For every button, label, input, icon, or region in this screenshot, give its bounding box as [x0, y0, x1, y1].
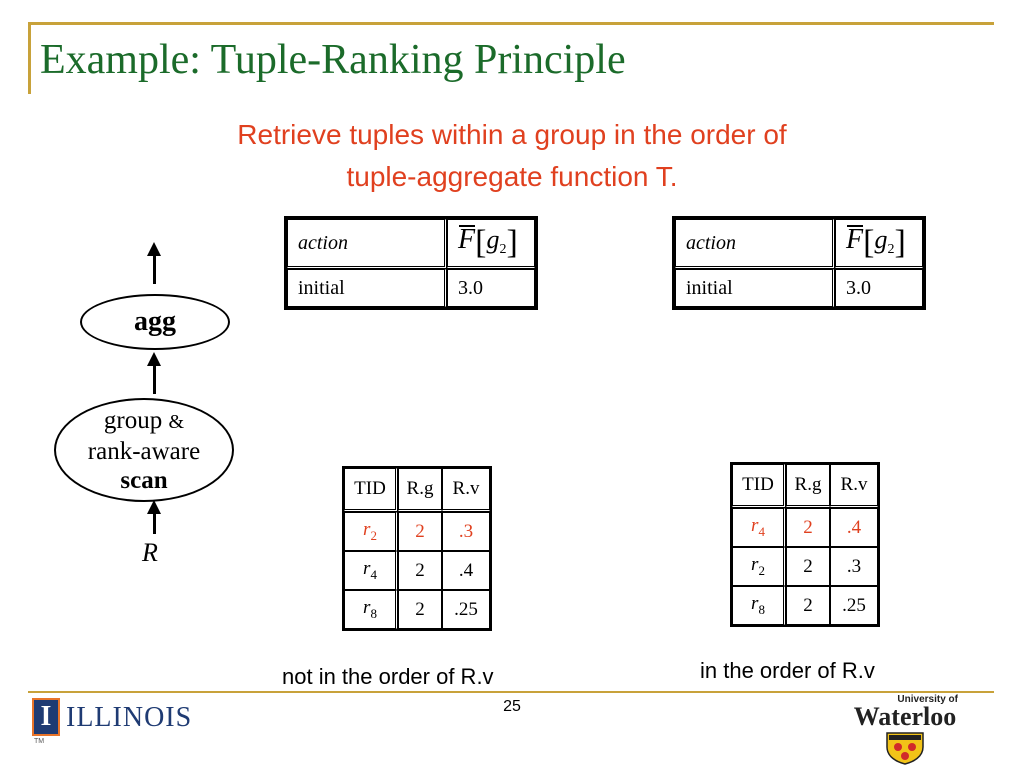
right-aggregate-table: action F[g2] initial 3.0: [672, 216, 926, 310]
waterloo-crest-icon: [886, 732, 924, 765]
tid-subscript: 2: [370, 527, 377, 543]
g-symbol: g: [874, 224, 888, 254]
agg-label: agg: [134, 306, 176, 337]
waterloo-wordmark: Waterloo: [853, 702, 957, 731]
f-value: 3.0: [835, 269, 923, 307]
rv-cell: .3: [442, 512, 490, 551]
action-value: initial: [675, 269, 835, 307]
col-header-rv: R.v: [830, 464, 878, 508]
illinois-wordmark: ILLINOIS: [66, 702, 193, 733]
scan-label-group: group: [103, 407, 163, 434]
right-caption: in the order of R.v: [700, 658, 875, 683]
rv-cell: .3: [830, 547, 878, 586]
footer-rule: [28, 691, 994, 693]
table-row: r2 2 .3: [732, 547, 878, 586]
rv-cell: .4: [830, 508, 878, 547]
f-bar-symbol: F: [458, 223, 476, 255]
left-tuple-table: TID R.g R.v r2 2 .3 r4 2 .4 r8 2 .25: [342, 466, 492, 631]
arrow-shaft: [153, 254, 156, 284]
col-header-rg: R.g: [786, 464, 830, 508]
bracket-open-icon: [: [475, 224, 487, 262]
table-row: r2 2 .3: [344, 512, 490, 551]
action-header: action: [675, 219, 835, 269]
left-caption: not in the order of R.v: [282, 664, 494, 689]
action-value: initial: [287, 269, 447, 307]
table-row: r8 2 .25: [732, 586, 878, 625]
rv-cell: .4: [442, 551, 490, 590]
table-row: r4 2 .4: [344, 551, 490, 590]
title-top-rule: [28, 22, 994, 25]
page-number: 25: [503, 698, 521, 715]
rv-cell: .25: [830, 586, 878, 625]
arrow-shaft: [153, 512, 156, 534]
illinois-logo: I ILLINOIS TM: [32, 698, 232, 748]
rg-cell: 2: [398, 551, 442, 590]
tid-subscript: 4: [370, 566, 377, 582]
scan-label-rank-aware: rank-aware: [87, 438, 201, 465]
bracket-close-icon: ]: [506, 224, 518, 262]
rg-cell: 2: [398, 590, 442, 629]
f-value: 3.0: [447, 269, 535, 307]
g-subscript: 2: [887, 241, 895, 257]
tid-subscript: 8: [758, 601, 765, 617]
table-row: r8 2 .25: [344, 590, 490, 629]
rg-cell: 2: [786, 508, 830, 547]
rg-cell: 2: [786, 586, 830, 625]
col-header-tid: TID: [344, 468, 398, 512]
rv-cell: .25: [442, 590, 490, 629]
operator-tree: agg group & rank-aware scan R: [54, 238, 260, 578]
tid-subscript: 8: [370, 605, 377, 621]
col-header-rg: R.g: [398, 468, 442, 512]
arrow-shaft: [153, 364, 156, 394]
g-symbol: g: [486, 224, 500, 254]
bracket-close-icon: ]: [894, 224, 906, 262]
arrow-up-icon: [147, 242, 161, 256]
left-aggregate-table: action F[g2] initial 3.0: [284, 216, 538, 310]
tid-subscript: 4: [758, 523, 765, 539]
title-accent-bar: [28, 22, 31, 94]
f-bar-g2-header: F[g2]: [835, 219, 923, 269]
col-header-tid: TID: [732, 464, 786, 508]
tid-cell: r: [363, 597, 371, 619]
tid-subscript: 2: [758, 562, 765, 578]
f-bar-symbol: F: [846, 223, 864, 255]
agg-operator: agg: [80, 294, 230, 350]
scan-operator: group & rank-aware scan: [54, 398, 234, 502]
bracket-open-icon: [: [863, 224, 875, 262]
tid-cell: r: [751, 515, 759, 537]
waterloo-university-of: University of: [897, 694, 958, 705]
illinois-tm: TM: [34, 738, 45, 745]
tid-cell: r: [363, 558, 371, 580]
rg-cell: 2: [398, 512, 442, 551]
rg-cell: 2: [786, 547, 830, 586]
illinois-block-i-icon: I: [32, 698, 60, 736]
right-tuple-table: TID R.g R.v r4 2 .4 r2 2 .3 r8 2 .25: [730, 462, 880, 627]
slide-title: Example: Tuple-Ranking Principle: [40, 37, 626, 83]
subtitle-line-2: tuple-aggregate function T.: [346, 161, 678, 192]
subtitle-line-1: Retrieve tuples within a group in the or…: [237, 119, 787, 150]
tid-cell: r: [751, 554, 759, 576]
input-relation-label: R: [142, 538, 158, 567]
tid-cell: r: [363, 519, 371, 541]
col-header-rv: R.v: [442, 468, 490, 512]
arrow-up-icon: [147, 352, 161, 366]
table-row: r4 2 .4: [732, 508, 878, 547]
g-subscript: 2: [499, 241, 507, 257]
scan-label-scan: scan: [120, 467, 168, 494]
waterloo-logo: University of Waterloo: [830, 694, 980, 765]
arrow-up-icon: [147, 500, 161, 514]
illinois-mark: I: [40, 701, 52, 732]
tid-cell: r: [751, 593, 759, 615]
action-header: action: [287, 219, 447, 269]
scan-label-amp: &: [168, 411, 185, 433]
f-bar-g2-header: F[g2]: [447, 219, 535, 269]
